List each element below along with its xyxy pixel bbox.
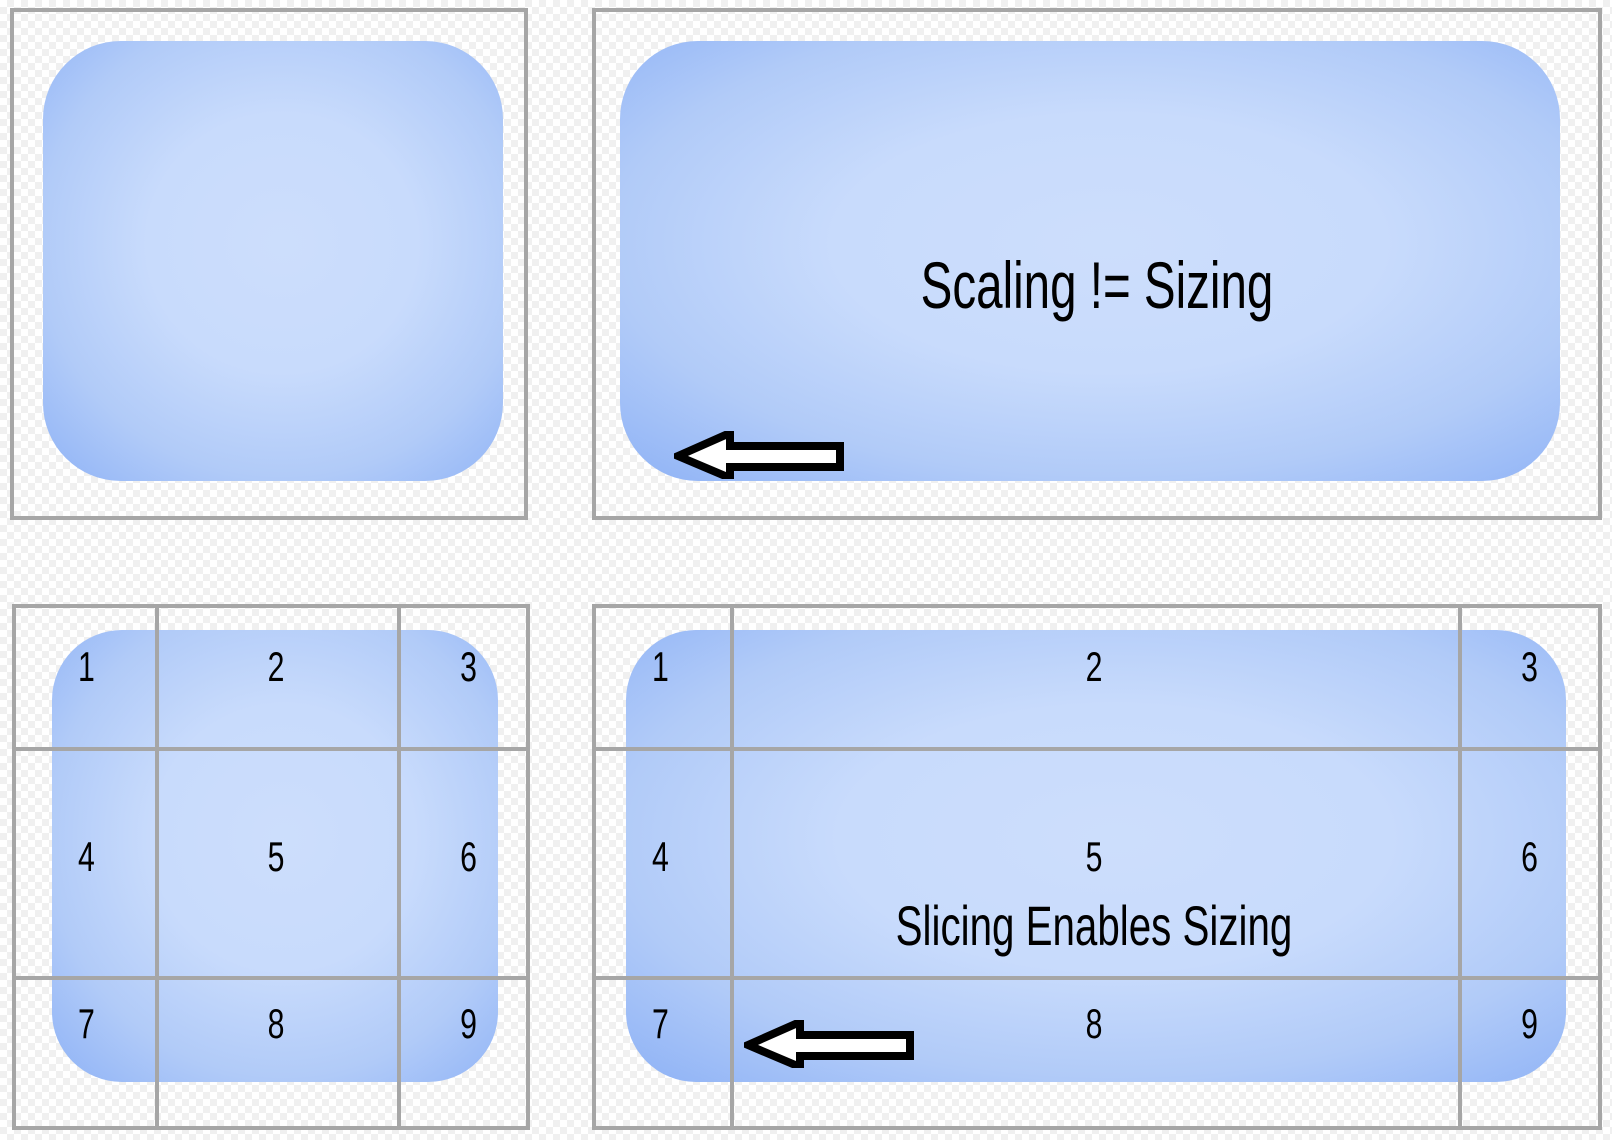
slice-label-2: 2 [1085,643,1103,690]
slice-label-3: 3 [460,643,477,690]
slice-label-7: 7 [78,1000,95,1047]
slice-label-1: 1 [652,643,669,690]
caption-scaling-not-sizing: Scaling != Sizing [920,248,1274,322]
slice-label-5: 5 [267,833,285,880]
slice-guide-horizontal-bottom [596,976,1598,980]
slice-label-4: 4 [652,833,669,880]
slice-label-6: 6 [460,833,477,880]
slice-label-3: 3 [1521,643,1538,690]
art-rounded-rect-sliced [626,630,1566,1082]
slice-label-2: 2 [267,643,285,690]
slice-label-8: 8 [1085,1000,1103,1047]
slice-label-5: 5 [1085,833,1103,880]
slice-label-1: 1 [78,643,95,690]
slice-label-8: 8 [267,1000,285,1047]
slice-label-6: 6 [1521,833,1538,880]
art-rounded-rect-stretched [620,41,1560,481]
panel-top-right-stretched: Scaling != Sizing [592,8,1602,520]
panel-bottom-right-nine-slice-wide: 1 2 3 4 5 6 7 8 9 Slicing Enables Sizing [592,604,1602,1130]
arrow-left-icon [674,431,844,479]
art-rounded-square-original [43,41,503,481]
slice-label-4: 4 [78,833,95,880]
slice-guide-vertical-right [1458,608,1462,1126]
panel-top-left-original-square [10,8,528,520]
slice-guide-vertical-left [155,608,159,1126]
slice-label-9: 9 [1521,1000,1538,1047]
slice-guide-vertical-left [730,608,734,1126]
art-rounded-square-sliced [52,630,498,1082]
slice-guide-horizontal-top [596,747,1598,751]
slice-guide-horizontal-top [16,747,526,751]
slice-guide-vertical-right [397,608,401,1126]
slice-label-7: 7 [652,1000,669,1047]
panel-bottom-left-nine-slice-square: 1 2 3 4 5 6 7 8 9 [12,604,530,1130]
slice-guide-horizontal-bottom [16,976,526,980]
caption-slicing-enables-sizing: Slicing Enables Sizing [895,894,1293,957]
arrow-left-icon [744,1020,914,1068]
slice-label-9: 9 [460,1000,477,1047]
